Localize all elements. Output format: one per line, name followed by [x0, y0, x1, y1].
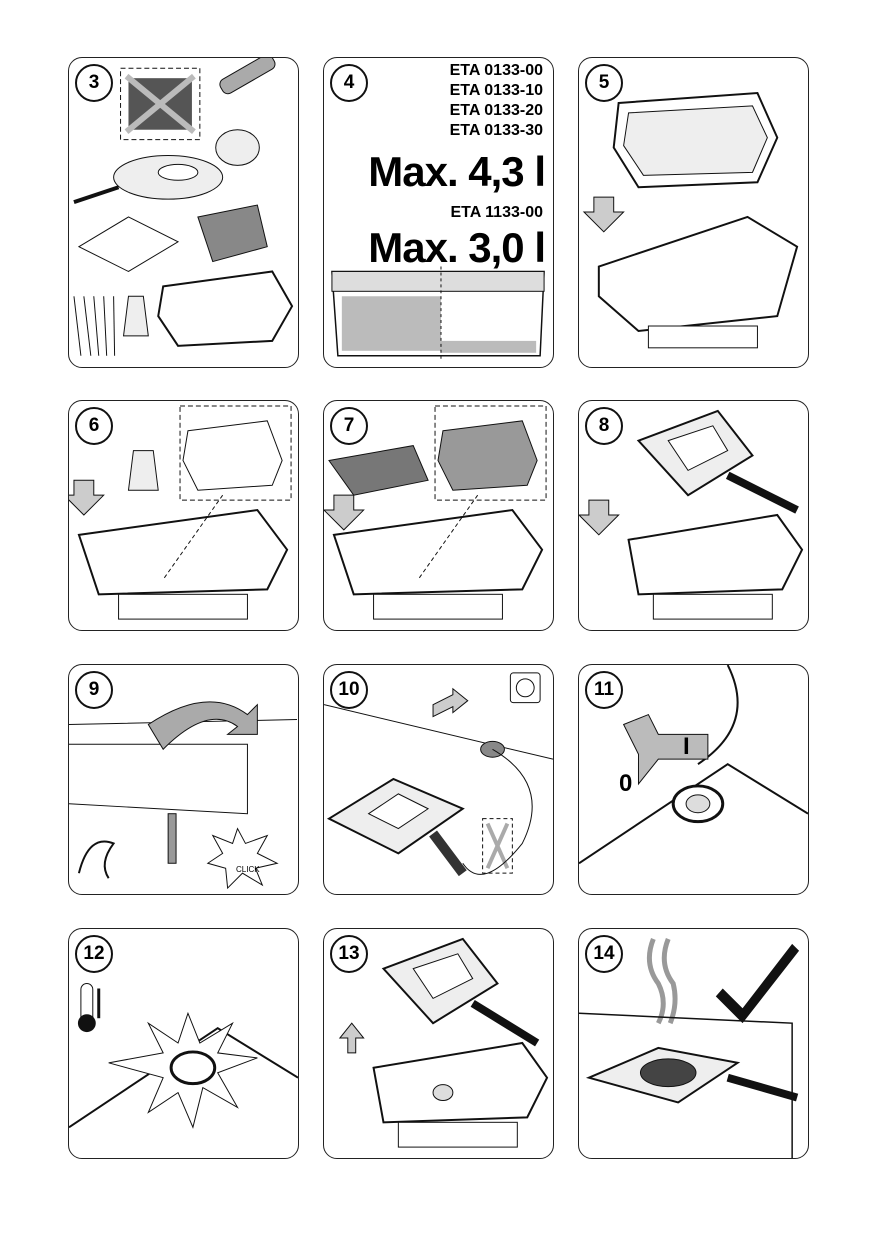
max-capacity-b: Max. 3,0 l [368, 224, 546, 271]
bowl-into-base-illustration [582, 92, 799, 349]
step-13-panel: 13 [323, 928, 554, 1159]
rotate-arrow-icon [147, 701, 258, 751]
step-number: 11 [585, 671, 623, 709]
step-number: 4 [330, 64, 368, 102]
step-number: 3 [75, 64, 113, 102]
step-number: 10 [330, 671, 368, 709]
step-8-panel: 8 [578, 400, 809, 631]
plug-in-illustration [324, 672, 553, 877]
step-number: 14 [585, 935, 623, 973]
step-11-panel: 11 I 0 [578, 664, 809, 895]
step-number: 5 [585, 64, 623, 102]
arrow-down-icon [582, 196, 625, 233]
power-switch-illustration [579, 665, 808, 865]
arrow-down-icon [69, 479, 105, 516]
eye-icon [77, 840, 116, 879]
model-label: ETA 0133-10 [449, 82, 543, 99]
step-5-panel: 5 [578, 57, 809, 368]
cleaning-accessories-illustration [73, 58, 294, 356]
step-number: 12 [75, 935, 113, 973]
step-6-panel: 6 [68, 400, 299, 631]
model-label: ETA 0133-20 [449, 102, 543, 119]
step-14-panel: 14 [578, 928, 809, 1159]
step-number: 13 [330, 935, 368, 973]
fill-level-illustration [331, 266, 545, 361]
place-lid-illustration [579, 409, 804, 620]
switch-off-label: 0 [619, 770, 633, 797]
step-4-panel: 4 ETA 0133-00 ETA 0133-10 ETA 0133-20 ET… [323, 57, 554, 368]
arrow-down-icon [324, 494, 365, 531]
step-10-panel: 10 [323, 664, 554, 895]
max-capacity-a: Max. 4,3 l [368, 148, 546, 195]
checkmark-icon [715, 943, 800, 1024]
step-12-panel: 12 [68, 928, 299, 1159]
model-label: ETA 0133-30 [449, 122, 543, 139]
insert-grill-illustration [324, 405, 547, 620]
model-label: ETA 0133-00 [449, 62, 543, 79]
step-number: 7 [330, 407, 368, 445]
step-3-panel: 3 [68, 57, 299, 368]
step-number: 9 [75, 671, 113, 709]
step-number: 8 [585, 407, 623, 445]
arrow-down-icon [579, 499, 620, 536]
step-number: 6 [75, 407, 113, 445]
indicator-light-illustration [69, 983, 298, 1129]
step-9-panel: 9 CLICK [68, 664, 299, 895]
socket-icon [509, 672, 541, 704]
model-label: ETA 1133-00 [450, 204, 544, 221]
insert-cone-illustration [69, 405, 292, 620]
click-label: CLICK [236, 865, 260, 874]
switch-on-label: I [683, 733, 690, 760]
arrow-up-icon [338, 1022, 365, 1054]
steam-icon [646, 937, 678, 1025]
step-7-panel: 7 [323, 400, 554, 631]
lid-click-illustration [69, 701, 298, 890]
cooking-done-illustration [579, 937, 800, 1158]
remove-lid-illustration [338, 937, 549, 1148]
